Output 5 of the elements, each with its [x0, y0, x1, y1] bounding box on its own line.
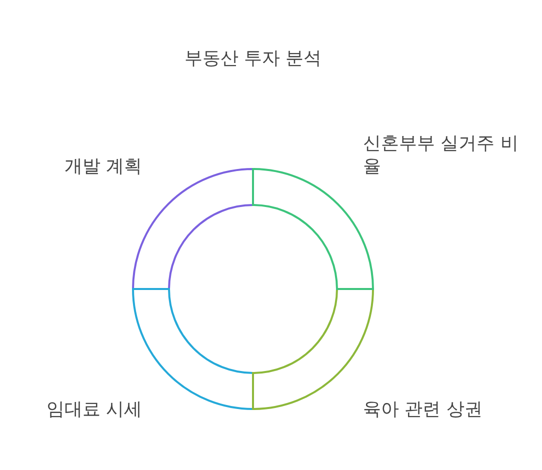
segment-label: 신혼부부 실거주 비율 [363, 132, 520, 178]
segment-label: 개발 계획 [63, 155, 142, 178]
segment-label: 육아 관련 상권 [363, 398, 484, 421]
segment-label: 임대료 시세 [45, 398, 142, 421]
title: 부동산 투자 분석 [183, 47, 323, 70]
